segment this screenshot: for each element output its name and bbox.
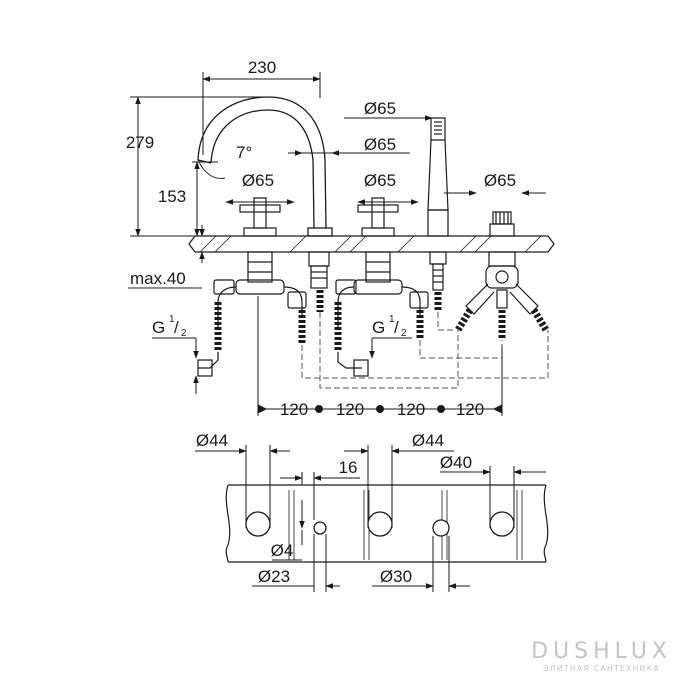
dim-thread-left: [152, 337, 199, 394]
label-spacing-2: 120: [336, 400, 364, 419]
spout: [197, 96, 333, 237]
label-hole-mid: Ø44: [412, 431, 444, 450]
svg-text:/: /: [394, 318, 399, 337]
dim-rosettes: [225, 115, 546, 205]
label-230: 230: [248, 58, 276, 77]
spacing-dots: [315, 405, 445, 413]
label-hole-spout: Ø23: [258, 567, 290, 586]
watermark-brand: DUSHLUX: [531, 639, 672, 664]
plan-holes: [245, 511, 515, 537]
valve-body-left: [213, 251, 307, 330]
svg-text:1: 1: [169, 314, 175, 325]
svg-text:2: 2: [401, 328, 407, 339]
label-max40: max.40: [130, 269, 186, 288]
dim-thread-right: [369, 337, 412, 359]
diverter-knob: [489, 211, 515, 237]
diverter-body: [465, 251, 539, 315]
label-rosette-shower: Ø65: [364, 99, 396, 118]
label-offset-16: 16: [339, 458, 358, 477]
dim-max-deck: [128, 225, 205, 289]
label-rosette-mid: Ø65: [364, 171, 396, 190]
watermark: DUSHLUX ЭЛИТНАЯ САНТЕХНИКА: [531, 639, 672, 674]
deck-hatch: [199, 235, 542, 253]
label-rosette-left: Ø65: [242, 171, 274, 190]
hose-inlets: [197, 352, 369, 377]
label-hole-right: Ø40: [440, 453, 472, 472]
hoses: [214, 290, 550, 352]
spout-connector: [308, 251, 330, 289]
svg-text:1: 1: [389, 314, 395, 325]
dim-total-height: [130, 96, 268, 237]
valve-body-mid: [335, 251, 429, 330]
svg-text:2: 2: [181, 328, 187, 339]
thread-label-right: G 1 / 2: [372, 314, 407, 339]
svg-text:/: /: [174, 318, 179, 337]
label-hole-left: Ø44: [196, 431, 228, 450]
dim-spout-height: [192, 161, 218, 237]
deck: [188, 235, 555, 253]
dim-spout-reach: [202, 72, 321, 155]
cross-handle-mid: [357, 197, 399, 237]
watermark-tagline: ЭЛИТНАЯ САНТЕХНИКА: [543, 664, 660, 673]
label-spacing-3: 120: [397, 400, 425, 419]
label-small-hole: Ø4: [271, 541, 294, 560]
label-279: 279: [126, 133, 154, 152]
label-spacing-4: 120: [456, 400, 484, 419]
dim-plan: [195, 445, 546, 592]
label-hole-shower: Ø30: [380, 567, 412, 586]
label-7deg: 7°: [236, 143, 252, 162]
label-rosette-right: Ø65: [484, 171, 516, 190]
label-rosette-spout: Ø65: [364, 135, 396, 154]
svg-text:G: G: [372, 318, 385, 337]
svg-text:G: G: [152, 318, 165, 337]
label-spacing-1: 120: [280, 400, 308, 419]
hand-shower: [427, 117, 449, 237]
cross-handle-left: [239, 197, 281, 237]
shower-connector: [429, 251, 447, 291]
plan-deck: [225, 484, 549, 563]
label-153: 153: [158, 187, 186, 206]
thread-label-left: G 1 / 2: [152, 314, 187, 339]
